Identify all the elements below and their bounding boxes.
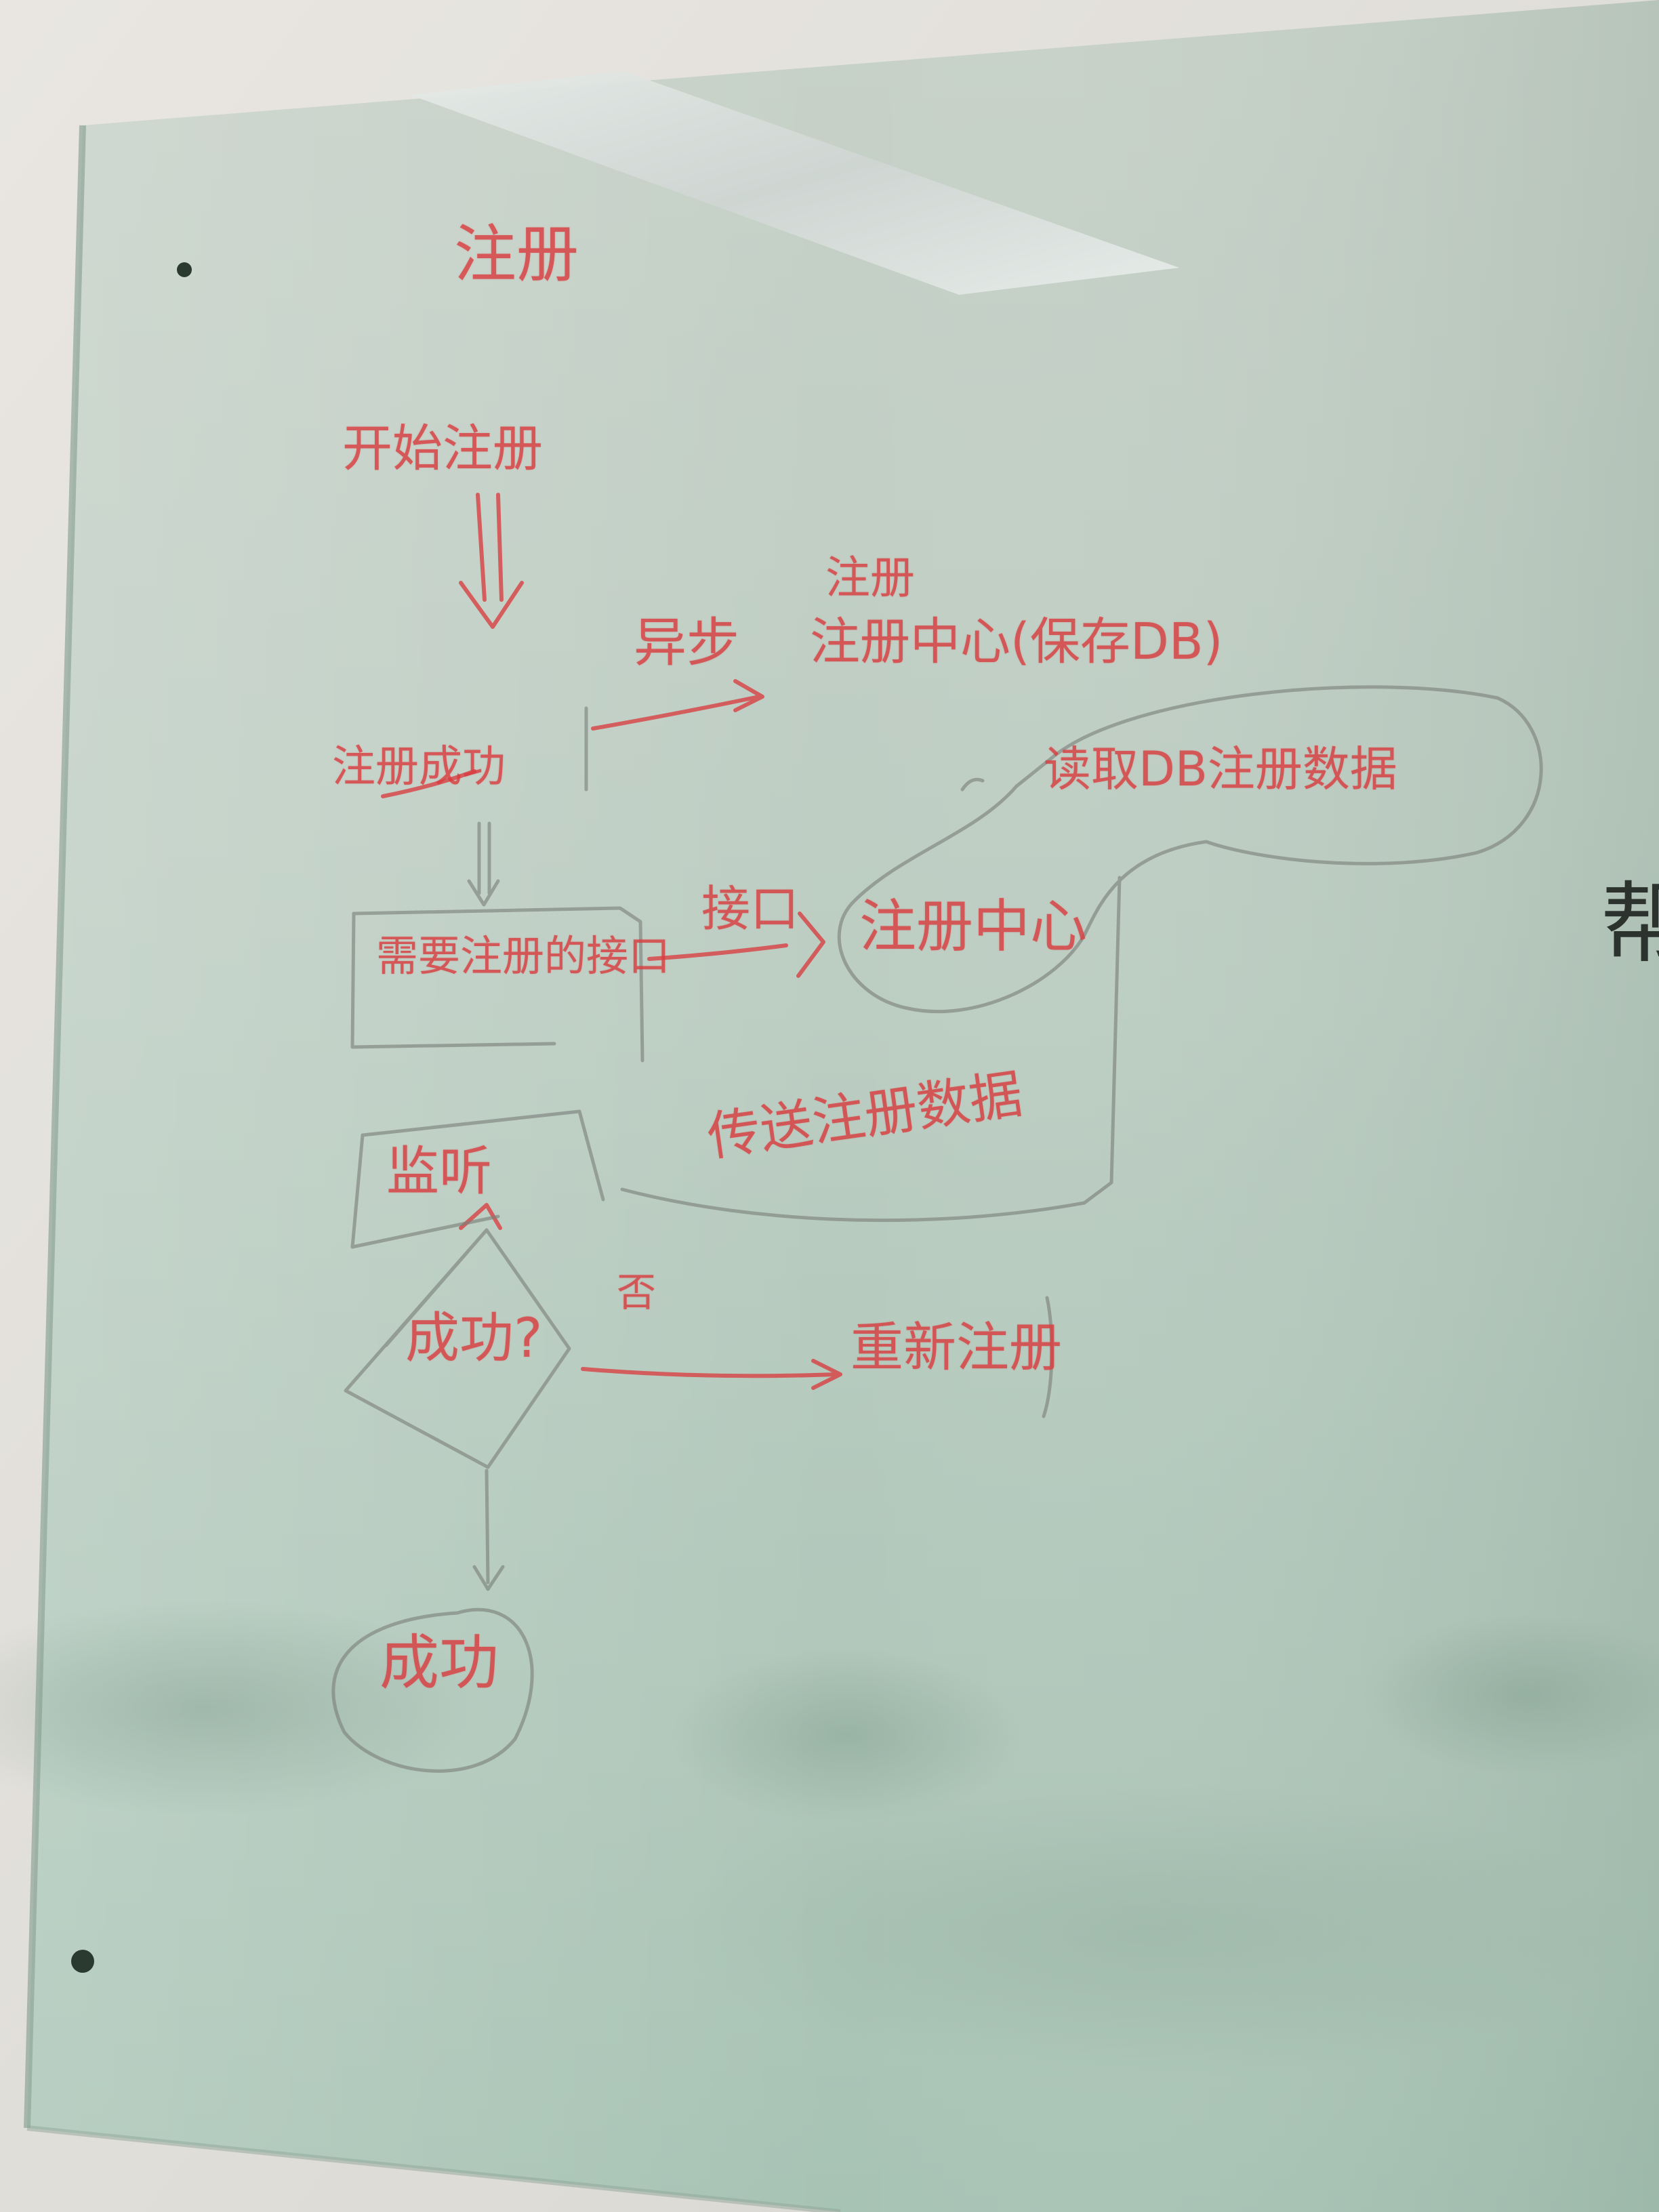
step-request-interface: 需要注册的接口 — [376, 931, 671, 981]
cropped-text-right-edge: 帮 — [1601, 872, 1659, 975]
step-start-registration: 开始注册 — [342, 419, 543, 478]
label-async: 异步 — [634, 613, 740, 674]
decision-success: 成功? — [405, 1307, 543, 1370]
end-success: 成功 — [380, 1628, 499, 1698]
ceiling-light-reflection — [410, 71, 1179, 295]
step-monitor: 监听 — [386, 1141, 493, 1202]
step-register-center: 注册中心 — [859, 893, 1088, 960]
step-retry-register: 重新注册 — [851, 1317, 1063, 1378]
mounting-screw — [71, 1950, 94, 1973]
label-interface: 接口 — [701, 880, 800, 937]
step-read-db-data: 读取DB注册数据 — [1044, 741, 1397, 797]
mounting-screw — [177, 262, 192, 277]
label-register-top: 注册 — [825, 552, 915, 604]
label-no: 否 — [617, 1269, 657, 1315]
board-title: 注册 — [454, 218, 579, 291]
step-register-center-save-db: 注册中心(保存DB) — [810, 613, 1223, 671]
step-register-success: 注册成功 — [332, 742, 506, 792]
